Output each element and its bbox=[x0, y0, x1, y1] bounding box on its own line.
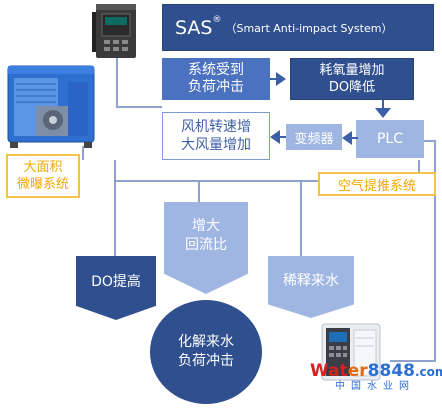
sas-title-full: （Smart Anti-impact System） bbox=[225, 21, 393, 35]
line-vfd-to-fan bbox=[278, 136, 286, 138]
line-plc-img-v bbox=[434, 140, 436, 362]
sas-title-abbr: SAS bbox=[175, 16, 213, 39]
line-plc-to-vfd bbox=[350, 137, 358, 139]
node-oxygen-demand: 耗氧量增加 DO降低 bbox=[290, 58, 414, 100]
watermark-logo: Water8848.com 中国水业网 bbox=[310, 361, 442, 392]
line-blower-img bbox=[82, 146, 84, 160]
line-to-reflux bbox=[198, 182, 200, 202]
watermark-brand-c: 8848 bbox=[367, 361, 415, 381]
arrow-plc-to-vfd bbox=[342, 131, 352, 145]
sas-title-reg: ® bbox=[212, 14, 222, 25]
watermark-brand-b: er bbox=[347, 361, 368, 381]
line-right-vertical bbox=[418, 160, 420, 182]
line-plc-img-h bbox=[390, 360, 436, 362]
line-oxygen-to-plc bbox=[382, 100, 384, 112]
node-do-increase: DO提高 bbox=[76, 256, 156, 320]
arrow-oxygen-to-plc bbox=[375, 108, 391, 118]
label-air-lift: 空气提推系统 bbox=[318, 172, 436, 196]
line-left-vertical bbox=[114, 160, 116, 192]
line-plc-right-h bbox=[424, 140, 436, 142]
node-resolve-shock: 化解来水 负荷冲击 bbox=[150, 300, 262, 404]
node-vfd: 变频器 bbox=[286, 124, 342, 150]
watermark-sub: 中国水业网 bbox=[335, 381, 415, 392]
line-to-do bbox=[114, 182, 116, 257]
node-fan-speed: 风机转速增 大风量增加 bbox=[162, 112, 270, 160]
vfd-drive-image bbox=[92, 2, 140, 60]
watermark-brand-a: Wat bbox=[310, 361, 348, 381]
line-horizontal-main bbox=[114, 180, 419, 182]
blower-equipment-image bbox=[6, 62, 96, 150]
line-vfd-img-to-shock bbox=[116, 56, 118, 108]
node-system-shock: 系统受到 负荷冲击 bbox=[162, 58, 270, 100]
node-reflux-ratio: 增大 回流比 bbox=[164, 202, 248, 294]
sas-title-bar: SAS ® （Smart Anti-impact System） bbox=[162, 4, 434, 51]
plc-controller-image bbox=[316, 322, 388, 384]
line-vfd-img-to-shock-h bbox=[116, 106, 162, 108]
node-dilute-inflow: 稀释来水 bbox=[268, 256, 354, 318]
arrow-shock-to-oxygen bbox=[276, 72, 286, 86]
line-shock-to-oxygen bbox=[270, 78, 278, 80]
node-plc: PLC bbox=[356, 120, 424, 158]
label-micro-aeration: 大面积 微曝系统 bbox=[6, 154, 80, 198]
watermark-brand-d: .com bbox=[415, 365, 442, 379]
line-to-dilute bbox=[300, 182, 302, 257]
arrow-vfd-to-fan bbox=[270, 130, 280, 144]
